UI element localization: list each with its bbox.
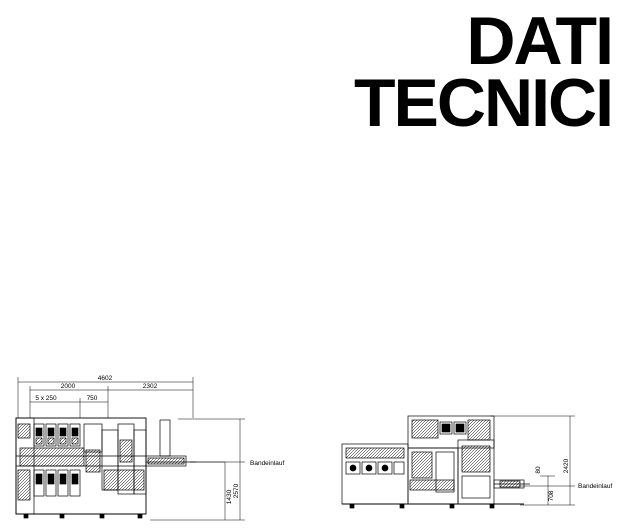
dim-left-width: 2000 bbox=[61, 383, 76, 390]
dim-stations: 5 x 250 bbox=[35, 395, 57, 402]
infeed-label-right: Bandeinlauf bbox=[578, 483, 613, 490]
page-title-line-1: DATI bbox=[466, 3, 614, 79]
machine-drawing-left bbox=[15, 377, 245, 521]
machine-drawing-right bbox=[341, 415, 575, 509]
dim-height-infeed-left: 1430 bbox=[226, 489, 233, 504]
dim-height-total-right: 2420 bbox=[563, 458, 570, 473]
page-title: DATI TECNICI bbox=[354, 3, 614, 141]
station-modules-bottom bbox=[33, 469, 81, 497]
dim-total-width: 4602 bbox=[98, 375, 113, 382]
dim-height-infeed-right: 708 bbox=[548, 490, 555, 501]
infeed-label-left: Bandeinlauf bbox=[250, 460, 285, 467]
dim-right-width: 2302 bbox=[143, 383, 158, 390]
dim-offset-right: 80 bbox=[535, 466, 542, 474]
dimension-lines-right bbox=[490, 415, 575, 506]
station-modules-top bbox=[33, 423, 81, 447]
page-title-line-2: TECNICI bbox=[354, 65, 614, 141]
dimension-lines-left bbox=[17, 377, 245, 521]
dim-height-total-left: 2570 bbox=[233, 483, 240, 498]
dim-gap: 750 bbox=[87, 395, 98, 402]
